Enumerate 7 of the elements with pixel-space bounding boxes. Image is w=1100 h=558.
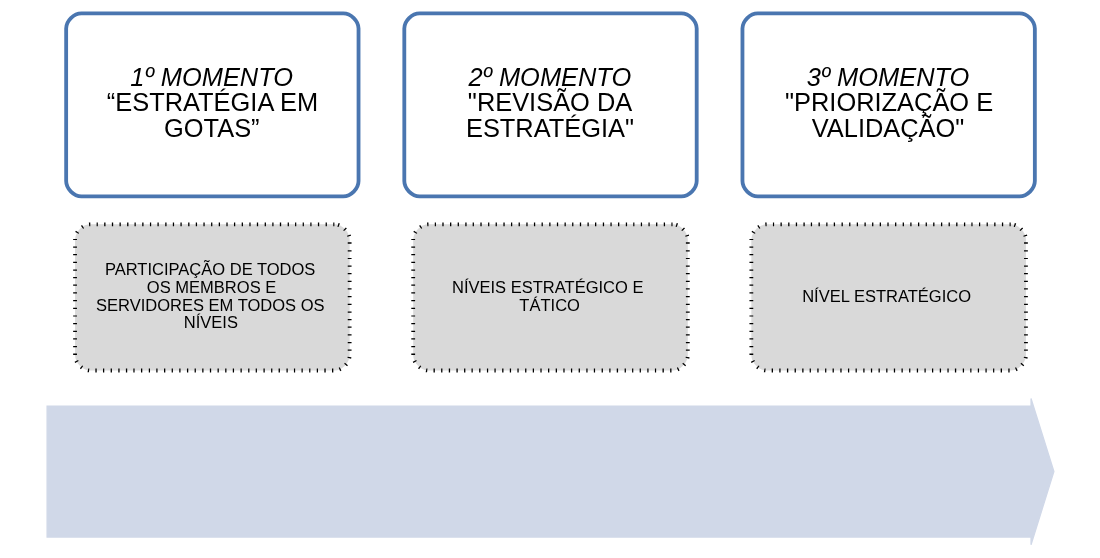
node-box: PARTICIPAÇÃO DE TODOS OS MEMBROS E SERVIDORES EM TODOS OS NÍVEIS (72, 222, 352, 373)
node-box: NÍVEL ESTRATÉGICO (748, 222, 1028, 373)
node-box: 1º MOMENTO “ESTRATÉGIA EM GOTAS” (63, 11, 360, 199)
node-box: 2º MOMENTO "REVISÃO DA ESTRATÉGIA" (401, 11, 699, 199)
node-box: NÍVEIS ESTRATÉGICO E TÁTICO (410, 222, 690, 373)
node-arrow (45, 397, 1055, 546)
node-box: 3º MOMENTO "PRIORIZAÇÃO E VALIDAÇÃO" (740, 11, 1037, 199)
